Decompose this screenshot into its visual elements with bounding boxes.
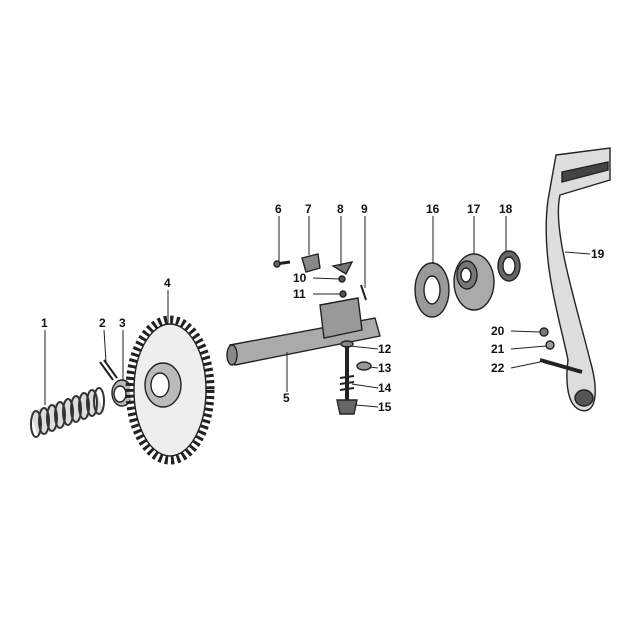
part-label-9: 9: [361, 202, 368, 216]
part-label-6: 6: [275, 202, 282, 216]
part-label-10: 10: [293, 271, 307, 285]
gear-part: [125, 315, 215, 465]
part-label-8: 8: [337, 202, 344, 216]
part-label-3: 3: [119, 316, 126, 330]
part-label-2: 2: [99, 316, 106, 330]
spring-part: [30, 387, 105, 438]
part-label-1: 1: [41, 316, 48, 330]
part-label-13: 13: [378, 361, 392, 375]
flange-part: [453, 253, 495, 311]
part-label-21: 21: [491, 342, 505, 356]
gasket-part: [414, 262, 450, 318]
shaft-part: [226, 297, 381, 366]
pin-part: [99, 359, 118, 381]
part-label-20: 20: [491, 324, 505, 338]
part-label-18: 18: [499, 202, 513, 216]
part-label-15: 15: [378, 400, 392, 414]
part-label-4: 4: [164, 276, 171, 290]
part-label-14: 14: [378, 381, 392, 395]
bolt-assembly: [336, 340, 372, 415]
part-label-19: 19: [591, 247, 605, 261]
pedal-part: [545, 147, 611, 412]
part-label-5: 5: [283, 391, 290, 405]
part-label-22: 22: [491, 361, 505, 375]
part-label-11: 11: [293, 287, 306, 301]
leader-lines: [44, 216, 591, 408]
part-label-17: 17: [467, 202, 481, 216]
part-label-16: 16: [426, 202, 440, 216]
part-label-12: 12: [378, 342, 392, 356]
seal-part: [497, 250, 521, 282]
small-parts: [273, 253, 367, 301]
part-label-7: 7: [305, 202, 312, 216]
bushing-part: [111, 379, 133, 407]
